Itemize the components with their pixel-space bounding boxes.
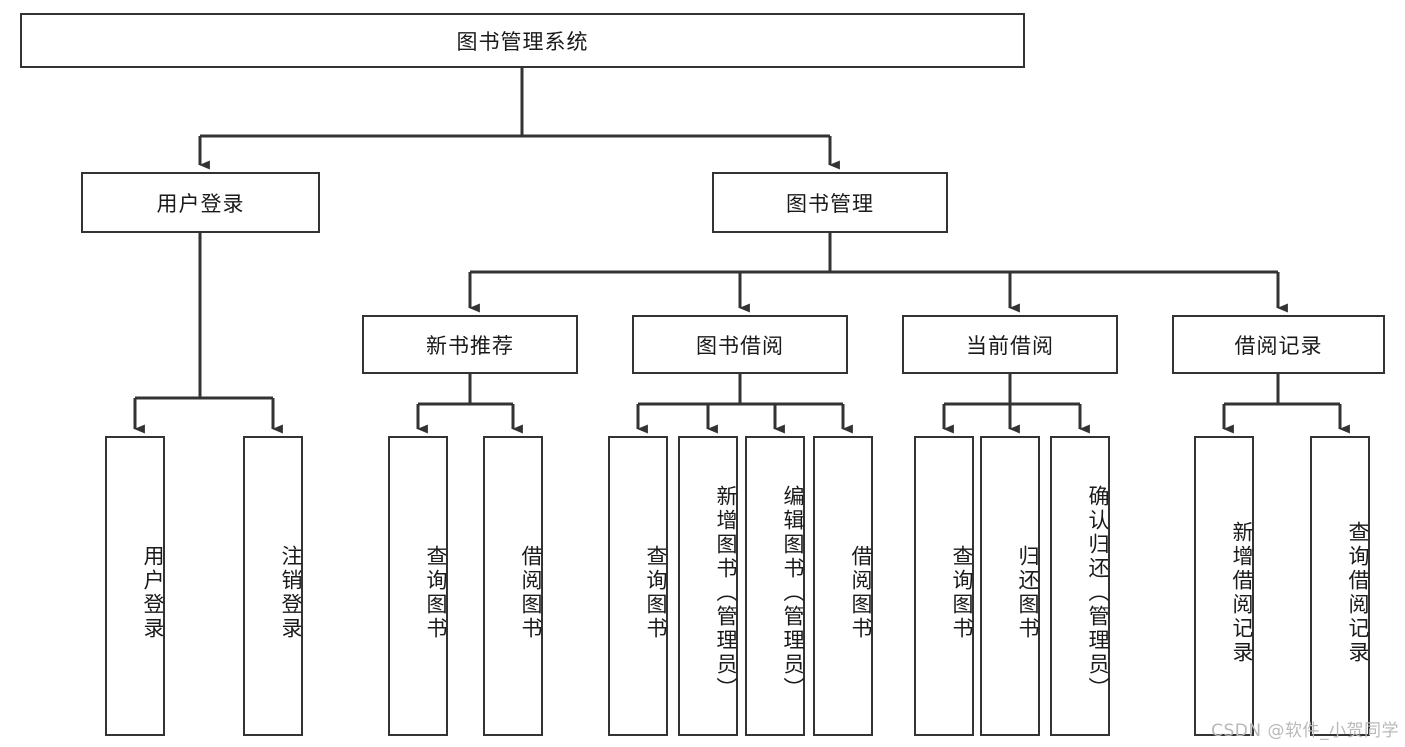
node-leaf-borrow-book-2-label: 借阅图书 <box>849 545 873 641</box>
node-borrow-record-label: 借阅记录 <box>1234 333 1323 358</box>
node-current-borrow[interactable]: 当前借阅 <box>902 315 1118 374</box>
node-leaf-confirm-return-label: 确认归还（管理员） <box>1086 485 1110 701</box>
node-leaf-edit-book-label: 编辑图书（管理员） <box>781 485 805 701</box>
node-leaf-query-book-3-label: 查询图书 <box>950 545 974 641</box>
node-user-login[interactable]: 用户登录 <box>81 172 320 233</box>
node-user-login-label: 用户登录 <box>156 191 245 216</box>
node-leaf-query-book-2-label: 查询图书 <box>644 545 668 641</box>
node-root-label: 图书管理系统 <box>456 29 589 54</box>
node-leaf-add-record-label: 新增借阅记录 <box>1230 521 1254 665</box>
node-leaf-borrow-book-1[interactable]: 借阅图书 <box>483 436 543 736</box>
node-leaf-query-record[interactable]: 查询借阅记录 <box>1310 436 1370 736</box>
node-new-book-rec[interactable]: 新书推荐 <box>362 315 578 374</box>
node-root[interactable]: 图书管理系统 <box>20 13 1025 68</box>
node-leaf-query-book-3[interactable]: 查询图书 <box>914 436 974 736</box>
node-leaf-query-book-2[interactable]: 查询图书 <box>608 436 668 736</box>
node-leaf-user-login[interactable]: 用户登录 <box>105 436 165 736</box>
node-leaf-return-book[interactable]: 归还图书 <box>980 436 1040 736</box>
node-book-manage[interactable]: 图书管理 <box>712 172 948 233</box>
node-leaf-query-record-label: 查询借阅记录 <box>1346 521 1370 665</box>
node-current-borrow-label: 当前借阅 <box>966 333 1054 358</box>
watermark-text: CSDN @软件_小贺同学 <box>1211 721 1399 741</box>
node-book-manage-label: 图书管理 <box>786 191 874 216</box>
node-leaf-query-book-1-label: 查询图书 <box>424 545 448 641</box>
node-book-borrow-label: 图书借阅 <box>696 333 784 358</box>
node-new-book-rec-label: 新书推荐 <box>426 333 514 358</box>
node-leaf-user-logout[interactable]: 注销登录 <box>243 436 303 736</box>
node-leaf-add-book[interactable]: 新增图书（管理员） <box>678 436 738 736</box>
node-leaf-add-record[interactable]: 新增借阅记录 <box>1194 436 1254 736</box>
node-leaf-user-login-label: 用户登录 <box>141 545 165 641</box>
node-book-borrow[interactable]: 图书借阅 <box>632 315 848 374</box>
node-leaf-confirm-return[interactable]: 确认归还（管理员） <box>1050 436 1110 736</box>
node-leaf-query-book-1[interactable]: 查询图书 <box>388 436 448 736</box>
node-leaf-add-book-label: 新增图书（管理员） <box>714 485 738 701</box>
node-leaf-user-logout-label: 注销登录 <box>279 545 303 641</box>
node-borrow-record[interactable]: 借阅记录 <box>1172 315 1385 374</box>
node-leaf-borrow-book-1-label: 借阅图书 <box>519 545 543 641</box>
node-leaf-edit-book[interactable]: 编辑图书（管理员） <box>745 436 805 736</box>
node-leaf-return-book-label: 归还图书 <box>1016 545 1040 641</box>
node-leaf-borrow-book-2[interactable]: 借阅图书 <box>813 436 873 736</box>
